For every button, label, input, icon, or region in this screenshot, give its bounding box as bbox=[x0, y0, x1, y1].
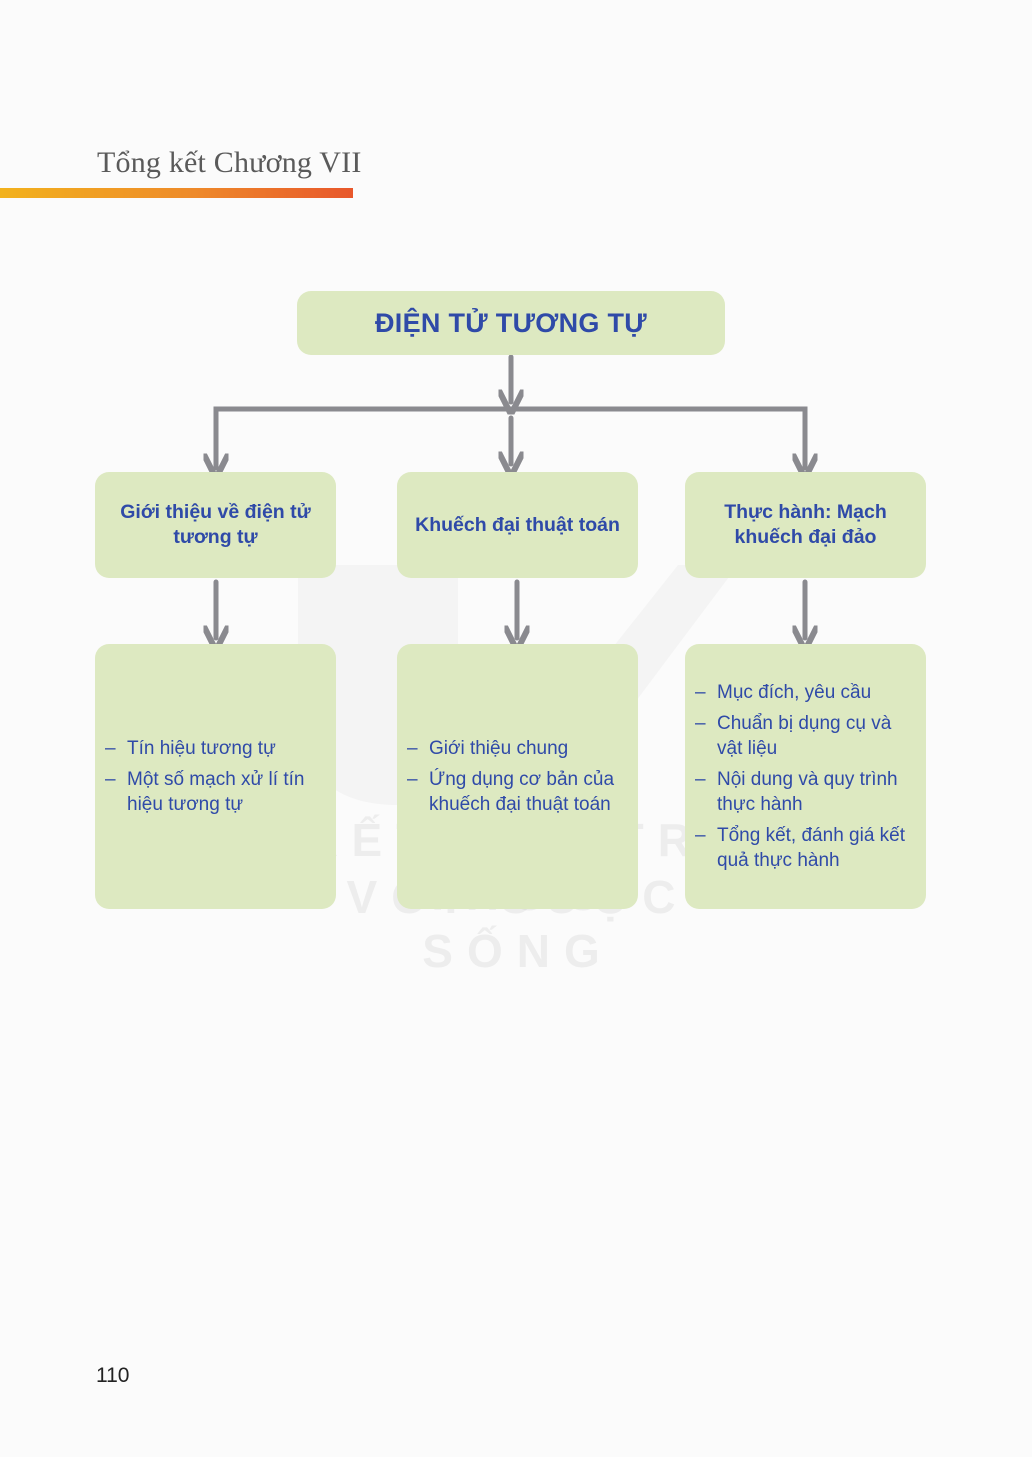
branch-node-opamp: Khuếch đại thuật toán bbox=[397, 472, 638, 578]
list-item: Tín hiệu tương tự bbox=[105, 736, 328, 761]
leaf-list: Giới thiệu chung Ứng dụng cơ bản của khu… bbox=[407, 736, 630, 817]
list-item: Ứng dụng cơ bản của khuếch đại thuật toá… bbox=[407, 767, 630, 817]
list-item: Mục đích, yêu cầu bbox=[695, 680, 918, 705]
leaf-node-opamp: Giới thiệu chung Ứng dụng cơ bản của khu… bbox=[397, 644, 638, 909]
list-item: Giới thiệu chung bbox=[407, 736, 630, 761]
branch-node-label: Giới thiệu về điện tử tương tự bbox=[120, 501, 311, 548]
leaf-node-intro: Tín hiệu tương tự Một số mạch xử lí tín … bbox=[95, 644, 336, 909]
leaf-list: Mục đích, yêu cầu Chuẩn bị dụng cụ và vậ… bbox=[695, 680, 918, 873]
leaf-node-practice: Mục đích, yêu cầu Chuẩn bị dụng cụ và vậ… bbox=[685, 644, 926, 909]
branch-node-intro: Giới thiệu về điện tử tương tự bbox=[95, 472, 336, 578]
page-title: Tổng kết Chương VII bbox=[97, 146, 362, 179]
list-item: Nội dung và quy trình thực hành bbox=[695, 767, 918, 817]
list-item: Tổng kết, đánh giá kết quả thực hành bbox=[695, 823, 918, 873]
root-node: ĐIỆN TỬ TƯƠNG TỰ bbox=[297, 291, 725, 355]
list-item: Chuẩn bị dụng cụ và vật liệu bbox=[695, 711, 918, 761]
title-accent-bar bbox=[0, 188, 353, 198]
list-item: Một số mạch xử lí tín hiệu tương tự bbox=[105, 767, 328, 817]
branch-node-practice: Thực hành: Mạch khuếch đại đảo bbox=[685, 472, 926, 578]
leaf-list: Tín hiệu tương tự Một số mạch xử lí tín … bbox=[105, 736, 328, 817]
branch-node-label: Khuếch đại thuật toán bbox=[415, 513, 620, 536]
page-number: 110 bbox=[96, 1364, 130, 1387]
branch-node-label: Thực hành: Mạch khuếch đại đảo bbox=[724, 501, 887, 548]
root-node-label: ĐIỆN TỬ TƯƠNG TỰ bbox=[374, 307, 648, 338]
